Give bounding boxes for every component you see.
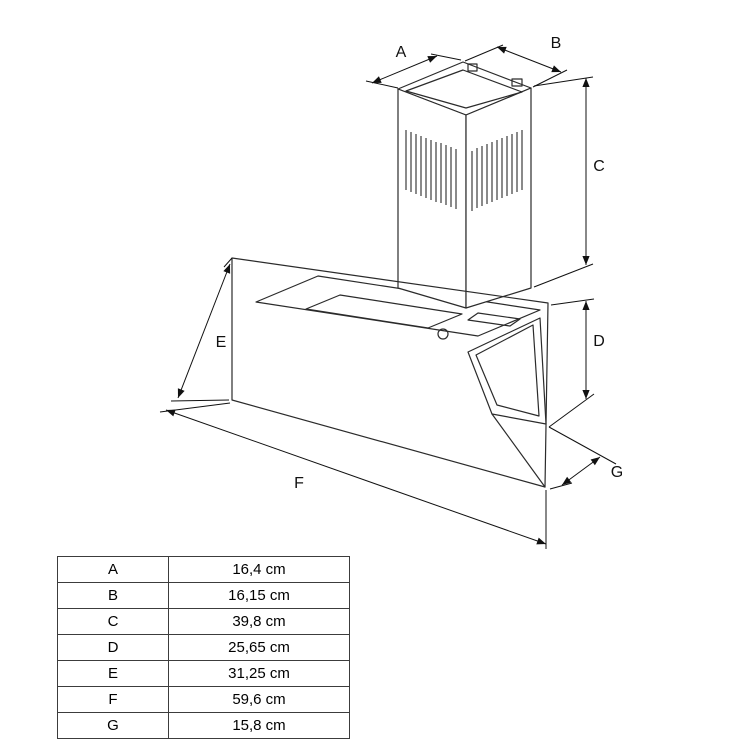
- vent-slots-left: [405, 130, 457, 209]
- grease-filter: [305, 294, 463, 329]
- dim-label-g: G: [611, 464, 623, 481]
- dim-value-cell: 25,65 cm: [168, 634, 350, 661]
- dim-label-b: B: [551, 35, 562, 52]
- table-row: A 16,4 cm: [57, 556, 350, 583]
- duct-bracket-2: [511, 78, 523, 87]
- dim-label-d: D: [593, 333, 605, 350]
- vent-slots-right: [471, 130, 523, 211]
- duct-inner-rim: [405, 69, 523, 109]
- dim-letter-cell: A: [57, 556, 169, 583]
- dimension-f: F: [159, 402, 547, 549]
- duct-right-face: [465, 87, 532, 309]
- dim-letter-cell: D: [57, 634, 169, 661]
- dimension-g: G: [548, 426, 623, 490]
- dim-value-cell: 15,8 cm: [168, 712, 350, 739]
- side-window-inner: [475, 324, 540, 417]
- dimension-d: D: [548, 298, 605, 428]
- dimensions-table: A 16,4 cm B 16,15 cm C 39,8 cm D 25,65 c…: [57, 556, 350, 739]
- table-row: B 16,15 cm: [57, 582, 350, 609]
- dim-letter-cell: E: [57, 660, 169, 687]
- dimension-a: A: [365, 44, 462, 89]
- chimney-duct: [397, 61, 532, 309]
- duct-bracket-1: [467, 63, 478, 72]
- dim-letter-cell: G: [57, 712, 169, 739]
- dim-value-cell: 31,25 cm: [168, 660, 350, 687]
- dim-value-cell: 39,8 cm: [168, 608, 350, 635]
- dim-label-f: F: [294, 475, 304, 492]
- bottom-facet-edge: [491, 413, 546, 488]
- dimension-b: B: [464, 35, 568, 88]
- dim-value-cell: 16,4 cm: [168, 556, 350, 583]
- dimension-c: C: [533, 76, 605, 288]
- dim-letter-cell: B: [57, 582, 169, 609]
- dim-letter-cell: C: [57, 608, 169, 635]
- table-row: G 15,8 cm: [57, 712, 350, 739]
- table-row: C 39,8 cm: [57, 608, 350, 635]
- control-panel: [467, 312, 521, 327]
- dim-label-c: C: [593, 158, 605, 175]
- dimension-e: E: [170, 257, 233, 402]
- table-row: E 31,25 cm: [57, 660, 350, 687]
- dim-label-a: A: [396, 44, 407, 61]
- dim-letter-cell: F: [57, 686, 169, 713]
- table-row: F 59,6 cm: [57, 686, 350, 713]
- side-window-outer: [467, 317, 547, 425]
- dim-value-cell: 16,15 cm: [168, 582, 350, 609]
- lamp-icon: [437, 328, 449, 340]
- table-row: D 25,65 cm: [57, 634, 350, 661]
- dim-label-e: E: [216, 334, 227, 351]
- dim-value-cell: 59,6 cm: [168, 686, 350, 713]
